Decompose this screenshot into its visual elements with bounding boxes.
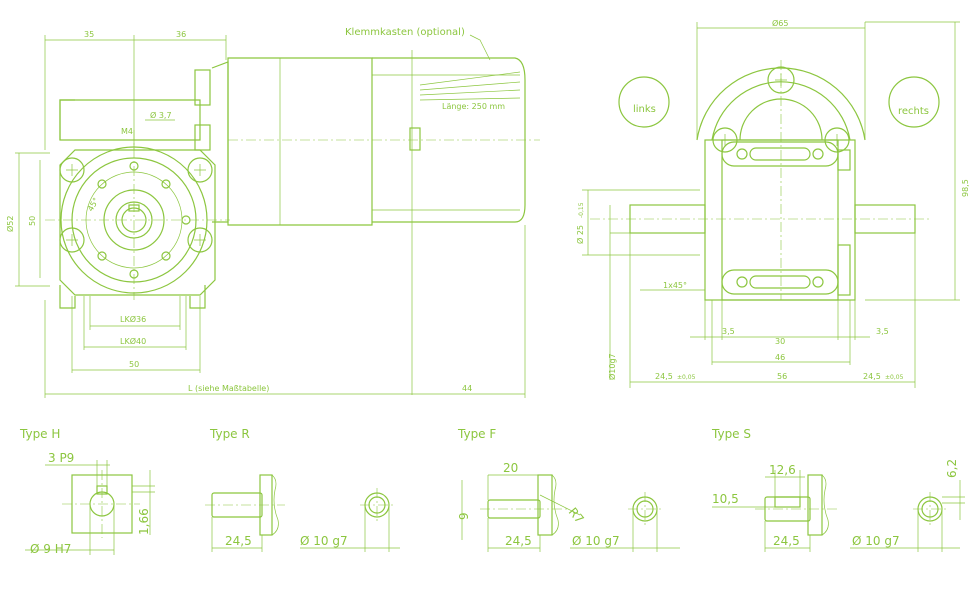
- type-f-length: 24,5: [505, 534, 532, 548]
- dim-3-5-right: 3,5: [876, 327, 889, 336]
- dim-d25-tolerance: -0,15: [578, 202, 585, 218]
- dim-46: 46: [775, 353, 785, 362]
- dim-thread: M4: [121, 127, 133, 136]
- type-f-radius: R7: [566, 505, 587, 526]
- dim-56: 56: [777, 372, 787, 381]
- dim-d52: Ø52: [5, 216, 15, 232]
- dim-24-5-right: 24,5: [863, 372, 881, 381]
- dim-36: 36: [176, 30, 186, 39]
- type-h-key: 3 P9: [48, 451, 74, 465]
- gear-view: Ø65 links rechts 98,5: [575, 18, 970, 388]
- side-view: Länge: 250 mm Klemmkasten (optional) L (…: [44, 27, 540, 398]
- cable-length-label: Länge: 250 mm: [442, 102, 505, 111]
- dim-50-horizontal: 50: [129, 360, 139, 369]
- terminal-box-label: Klemmkasten (optional): [345, 27, 465, 38]
- type-f-diameter: Ø 10 g7: [572, 534, 620, 548]
- left-label: links: [633, 104, 656, 115]
- type-f-height: 9: [457, 512, 471, 520]
- tolerance-left: ±0,05: [677, 374, 696, 381]
- type-f-title: Type F: [457, 427, 496, 441]
- dim-d25: Ø 25: [575, 225, 585, 244]
- type-s-depth: 10,5: [712, 492, 739, 506]
- dim-50-vertical: 50: [28, 216, 37, 226]
- tolerance-right: ±0,05: [885, 374, 904, 381]
- type-f: Type F 20 9 R7 24,5 Ø 10 g7: [457, 427, 680, 552]
- dim-3-5-left: 3,5: [722, 327, 735, 336]
- front-view: 35 36 Ø 3,7 M4 Ø52 50: [5, 30, 230, 373]
- type-h-depth: 1,66: [137, 508, 151, 535]
- dim-chamfer: 1x45°: [663, 281, 687, 290]
- type-r: Type R 24,5 Ø 10 g7: [205, 427, 400, 552]
- dim-44: 44: [462, 384, 472, 393]
- type-s-title: Type S: [711, 427, 751, 441]
- type-s-length: 24,5: [773, 534, 800, 548]
- length-label: L (siehe Maßtabelle): [188, 384, 269, 393]
- dim-hole: Ø 3,7: [150, 110, 172, 120]
- type-h-title: Type H: [19, 427, 60, 441]
- dim-24-5-left: 24,5: [655, 372, 673, 381]
- type-h-bore: Ø 9 H7: [30, 542, 71, 556]
- dim-30: 30: [775, 337, 785, 346]
- type-r-diameter: Ø 10 g7: [300, 534, 348, 548]
- dim-lk36: LKØ36: [120, 314, 146, 324]
- type-s-width: 6,2: [945, 459, 959, 478]
- type-s-diameter: Ø 10 g7: [852, 534, 900, 548]
- dim-d10g7: Ø10g7: [607, 353, 617, 380]
- dim-angle: 45°: [86, 196, 101, 213]
- type-r-length: 24,5: [225, 534, 252, 548]
- type-s: Type S 12,6 10,5 24,5 Ø 10 g7 6,2: [711, 427, 965, 552]
- type-s-key-length: 12,6: [769, 463, 796, 477]
- type-r-title: Type R: [209, 427, 250, 441]
- type-f-flat: 20: [503, 461, 518, 475]
- right-label: rechts: [898, 106, 929, 117]
- dim-d65: Ø65: [772, 18, 788, 28]
- type-h: Type H 3 P9 Ø 9 H7 1,66: [19, 427, 155, 556]
- dim-lk40: LKØ40: [120, 336, 146, 346]
- dim-35: 35: [84, 30, 94, 39]
- dim-98-5: 98,5: [961, 179, 970, 197]
